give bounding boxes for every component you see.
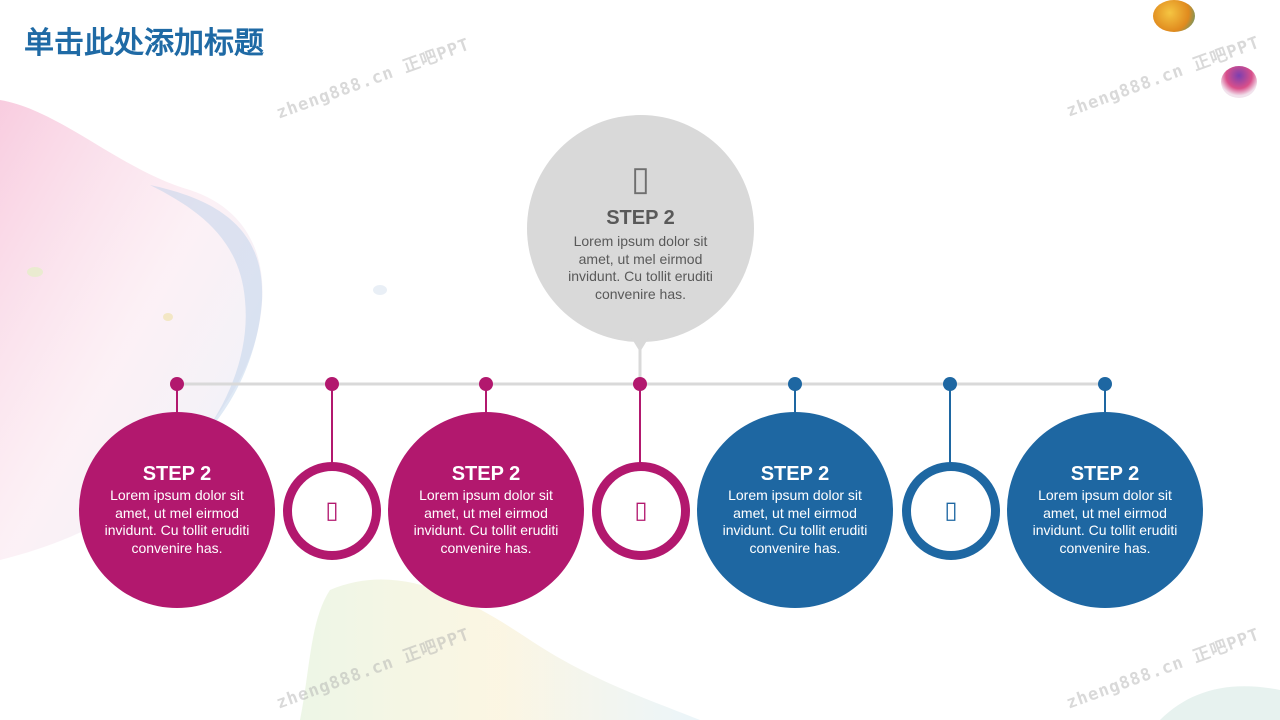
small-ink-dot	[163, 313, 173, 321]
small-ink-dot	[373, 285, 387, 295]
step-description[interactable]: Lorem ipsum dolor sit amet, ut mel eirmo…	[104, 487, 250, 556]
step-label[interactable]: STEP 2	[451, 463, 521, 485]
timeline-dot	[633, 377, 647, 391]
small-ink-dot	[27, 267, 43, 277]
paint-blob-orange	[1153, 0, 1195, 32]
paint-blob-gradient	[1221, 66, 1257, 98]
timeline-dot	[170, 377, 184, 391]
icon-ring: ▯	[283, 462, 381, 560]
bottom-ink-swirl	[300, 579, 700, 720]
top-step-bubble: ▯ STEP 2 Lorem ipsum dolor sit amet, ut …	[527, 115, 754, 342]
step-description[interactable]: Lorem ipsum dolor sit amet, ut mel eirmo…	[568, 233, 713, 302]
bottom-right-ink	[1160, 686, 1280, 720]
step-circle: STEP 2 Lorem ipsum dolor sit amet, ut me…	[79, 412, 275, 608]
step-description[interactable]: Lorem ipsum dolor sit amet, ut mel eirmo…	[1032, 487, 1178, 556]
step-circle: STEP 2 Lorem ipsum dolor sit amet, ut me…	[1007, 412, 1203, 608]
pink-ink-swirl	[0, 100, 263, 560]
step-label[interactable]: STEP 2	[760, 463, 830, 485]
step-label[interactable]: STEP 2	[142, 463, 212, 485]
step-circle: STEP 2 Lorem ipsum dolor sit amet, ut me…	[388, 412, 584, 608]
placeholder-icon: ▯	[634, 497, 648, 524]
timeline-dot	[788, 377, 802, 391]
placeholder-icon: ▯	[944, 497, 958, 524]
step-description[interactable]: Lorem ipsum dolor sit amet, ut mel eirmo…	[722, 487, 868, 556]
placeholder-icon: ▯	[631, 160, 650, 198]
step-label[interactable]: STEP 2	[606, 207, 675, 229]
timeline-dot	[1098, 377, 1112, 391]
slide-title[interactable]: 单击此处添加标题	[24, 26, 264, 61]
step-description[interactable]: Lorem ipsum dolor sit amet, ut mel eirmo…	[413, 487, 559, 556]
icon-ring: ▯	[592, 462, 690, 560]
timeline-dot	[479, 377, 493, 391]
step-label[interactable]: STEP 2	[1070, 463, 1140, 485]
timeline-dot	[325, 377, 339, 391]
blue-ink-streak	[150, 185, 263, 440]
placeholder-icon: ▯	[325, 497, 339, 524]
icon-ring: ▯	[902, 462, 1000, 560]
timeline-dot	[943, 377, 957, 391]
bubble-pointer	[629, 334, 651, 352]
step-circle: STEP 2 Lorem ipsum dolor sit amet, ut me…	[697, 412, 893, 608]
